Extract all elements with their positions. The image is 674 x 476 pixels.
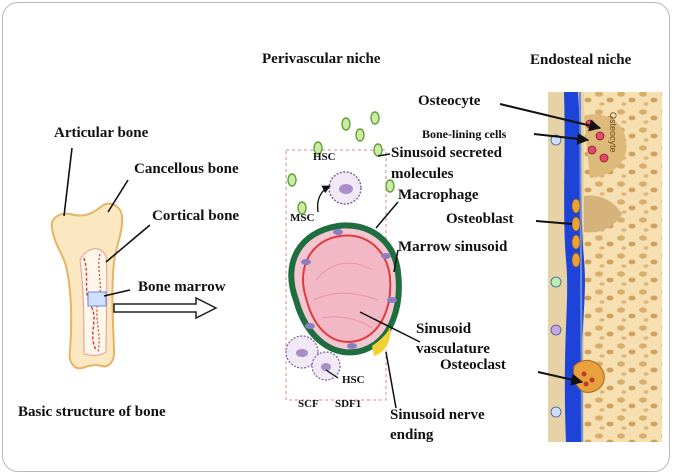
scf-label: SCF	[298, 399, 319, 411]
nerve-ending-label-2: ending	[390, 428, 433, 444]
sinusoid-vasculature-label-2: vasculature	[416, 342, 490, 358]
macrophage-label: Macrophage	[398, 188, 479, 204]
nerve-ending-label-1: Sinusoid nerve	[390, 408, 485, 424]
bone-lining-cells-label: Bone-lining cells	[422, 128, 506, 141]
articular-bone-label: Articular bone	[54, 126, 148, 142]
hsc-top-nucleus	[339, 184, 353, 194]
osteoblast-label: Osteoblast	[446, 212, 514, 228]
perivascular-heading: Perivascular niche	[262, 52, 380, 68]
sinusoid-vasculature-label-1: Sinusoid	[416, 322, 471, 338]
sinusoid-secreted-label-2: molecules	[391, 167, 453, 183]
bone-marrow-label: Bone marrow	[138, 280, 226, 296]
osteocyte-label: Osteocyte	[418, 94, 480, 110]
endosteal-illustration	[548, 92, 662, 442]
marrow-sinusoid-label: Marrow sinusoid	[398, 240, 507, 256]
sdf1-label: SDF1	[335, 399, 361, 411]
macrophage-leader	[376, 202, 398, 228]
hsc-top-label: HSC	[313, 152, 336, 164]
long-bone-illustration	[52, 204, 122, 369]
hollow-arrow	[114, 298, 216, 318]
articular-leader	[64, 148, 72, 216]
osteocyte-vertical-label: Osteocyte	[608, 112, 618, 153]
cancellous-bone-label: Cancellous bone	[134, 162, 239, 178]
osteoclast-cell	[573, 360, 604, 392]
marrow-highlight-box	[88, 292, 106, 306]
osteoclast-label: Osteoclast	[440, 358, 506, 374]
nerve-leader	[386, 352, 396, 408]
basic-structure-caption: Basic structure of bone	[18, 405, 166, 421]
hsc-bottom-label: HSC	[342, 375, 365, 387]
endosteal-heading: Endosteal niche	[530, 53, 631, 69]
sinusoid-secreted-label-1: Sinusoid secreted	[391, 146, 502, 162]
cortical-bone-label: Cortical bone	[152, 209, 239, 225]
msc-arrow	[318, 186, 330, 212]
msc-label: MSC	[290, 213, 314, 225]
